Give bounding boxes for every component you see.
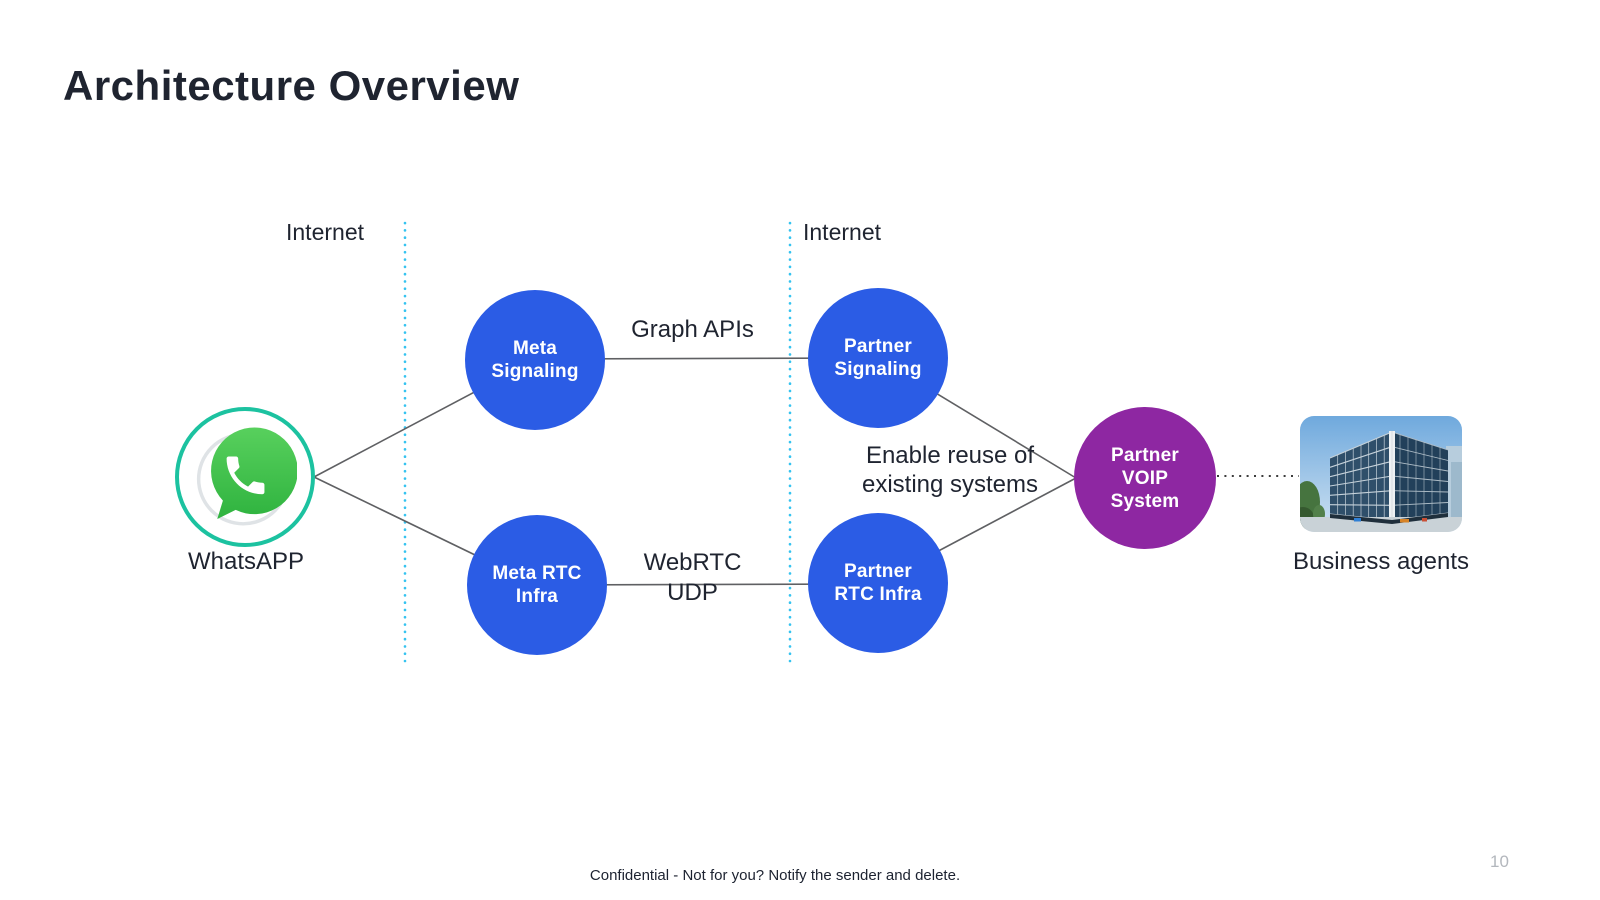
edge-label-webrtc: WebRTC xyxy=(643,549,742,576)
office-building-icon xyxy=(1300,416,1462,532)
internet-label-left: Internet xyxy=(286,219,364,245)
whatsapp-icon xyxy=(196,427,297,526)
page-number: 10 xyxy=(1490,852,1509,871)
internet-label-right: Internet xyxy=(803,219,881,245)
annotation-enable-reuse: Enable reuse of existing systems xyxy=(861,442,1039,498)
node-meta-rtc-infra: Meta RTC Infra xyxy=(467,515,607,655)
edge-label-graph-apis: Graph APIs xyxy=(631,316,754,343)
business-agents-photo xyxy=(1300,416,1462,532)
node-meta-signaling: Meta Signaling xyxy=(465,290,605,430)
node-partner-signaling: Partner Signaling xyxy=(808,288,948,428)
business-agents-label: Business agents xyxy=(1292,548,1470,575)
whatsapp-label: WhatsAPP xyxy=(187,548,305,575)
page-title: Architecture Overview xyxy=(63,62,520,109)
whatsapp-node xyxy=(175,407,315,547)
node-partner-rtc-infra: Partner RTC Infra xyxy=(808,513,948,653)
confidential-footer: Confidential - Not for you? Notify the s… xyxy=(589,867,961,884)
node-partner-voip-system: Partner VOIP System xyxy=(1074,407,1216,549)
edge-label-udp: UDP xyxy=(667,579,718,606)
